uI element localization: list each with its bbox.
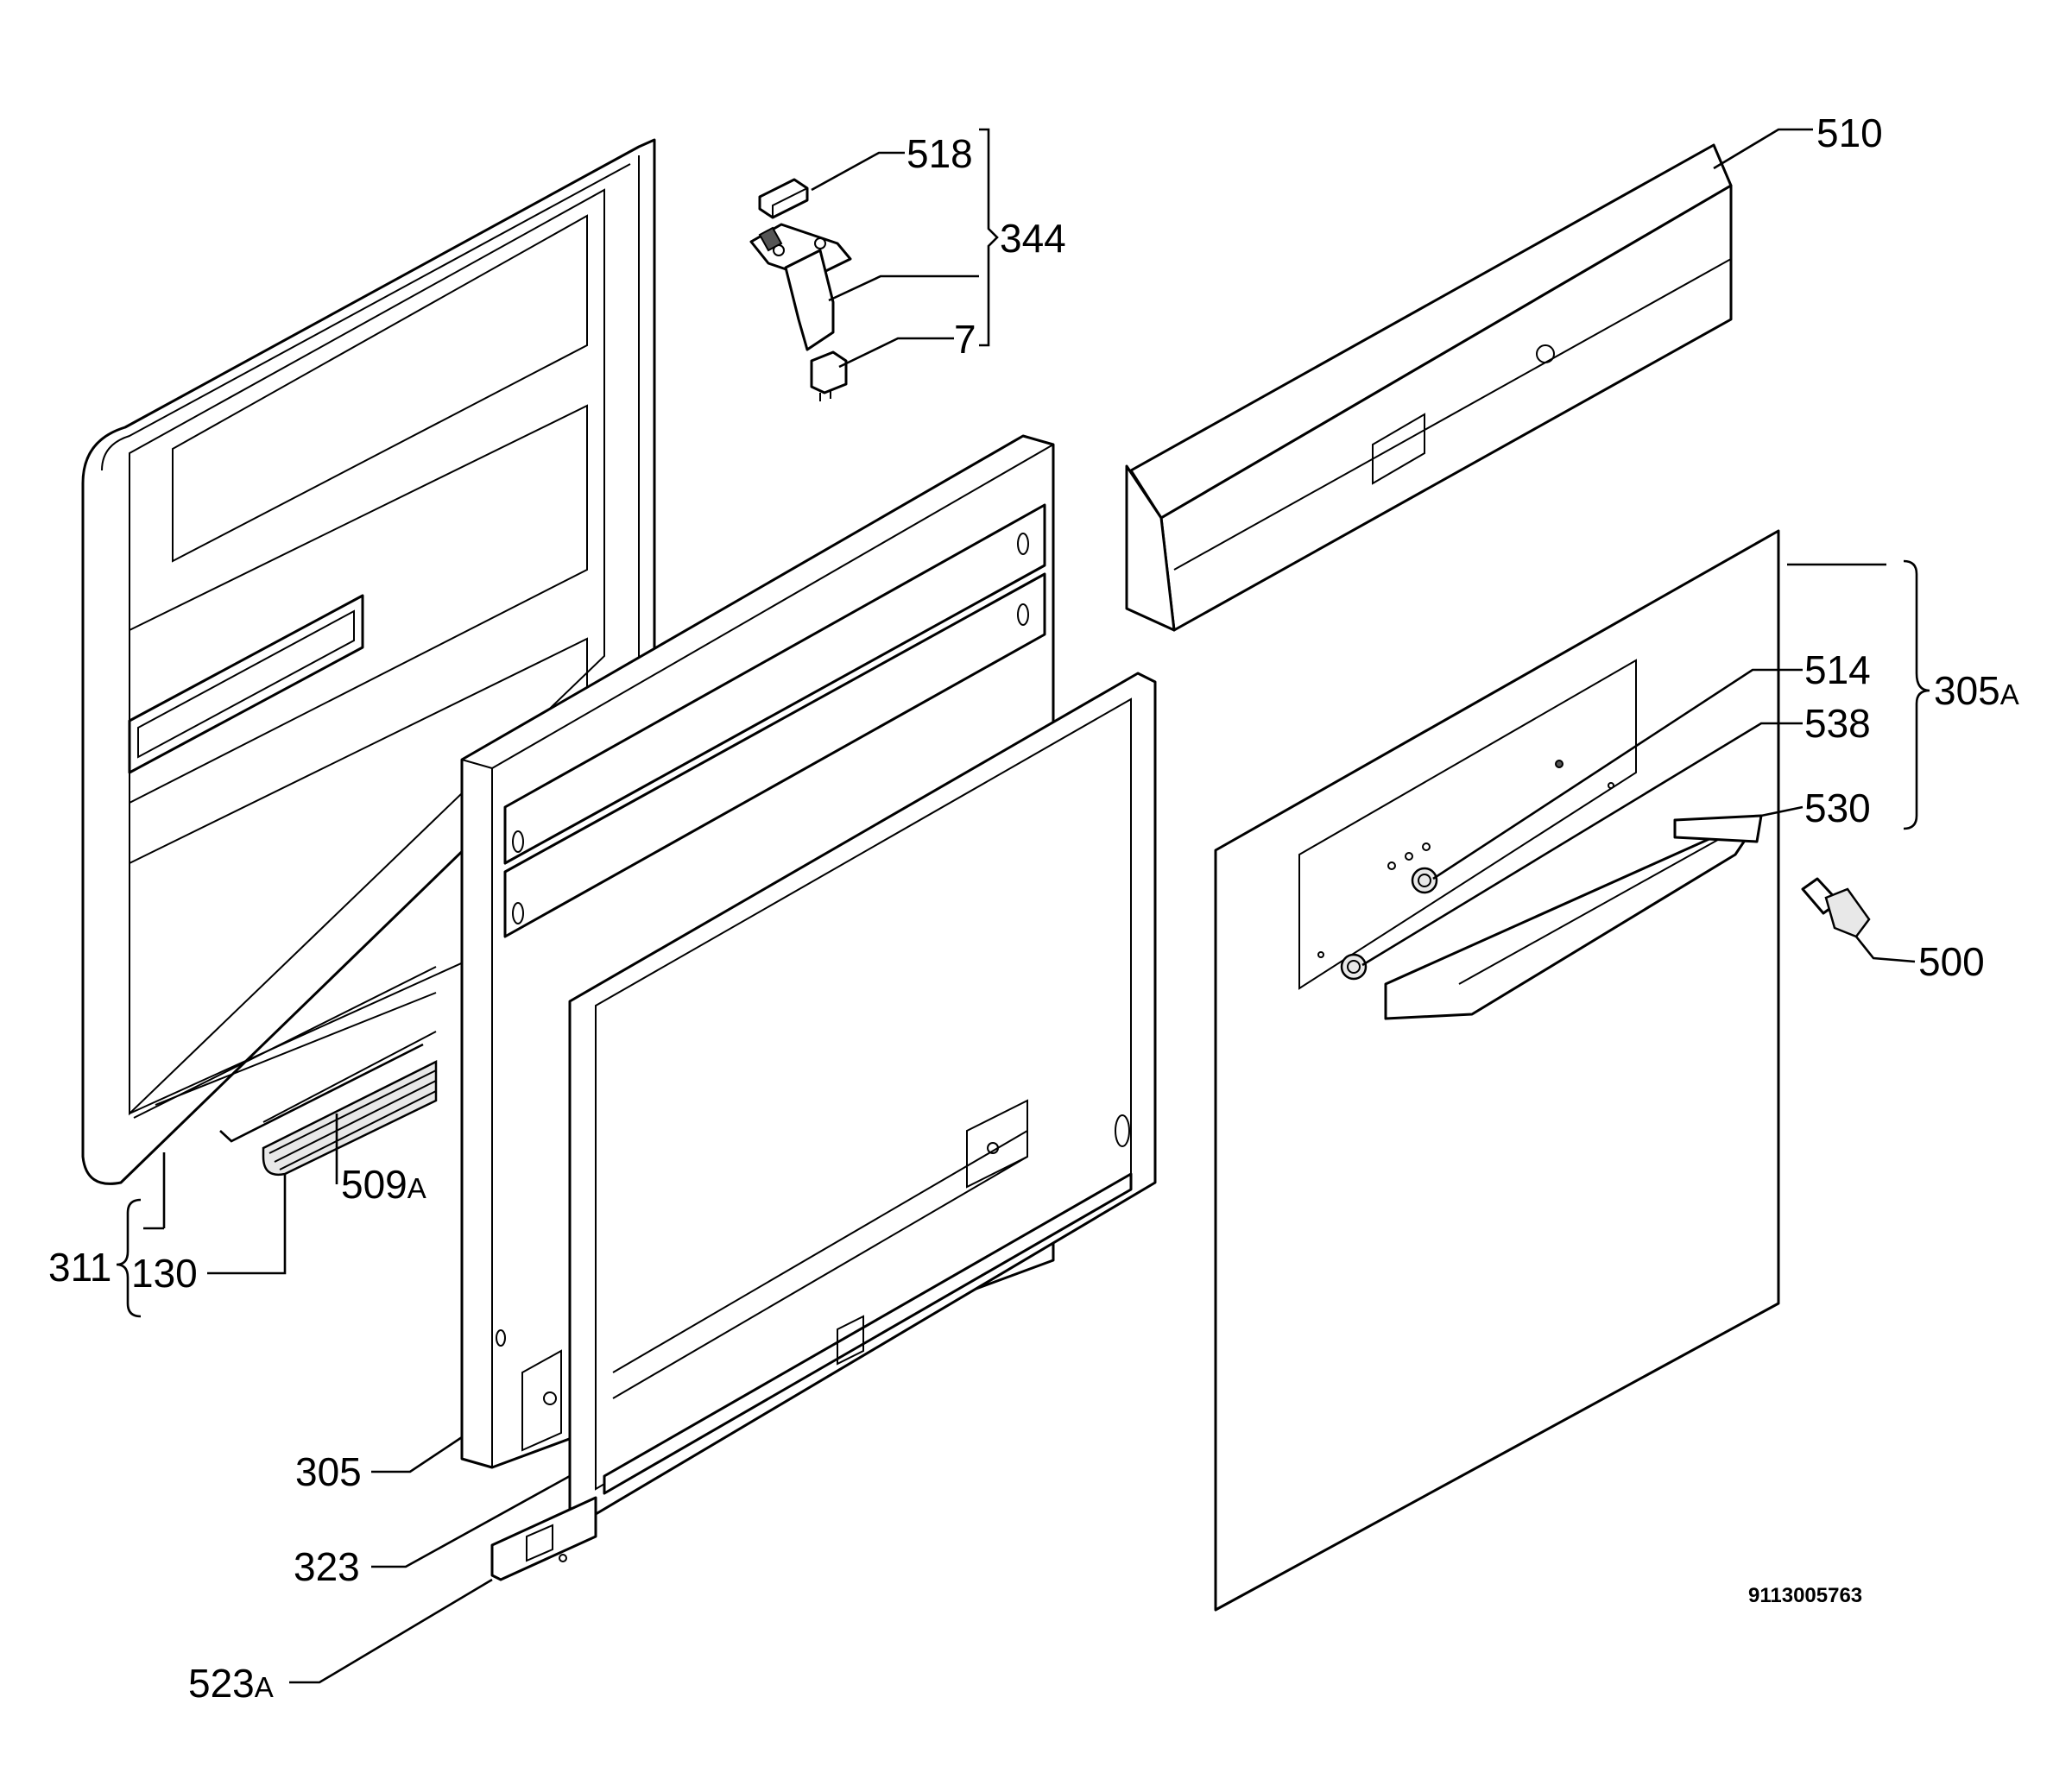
part-509a-rod xyxy=(219,1043,424,1143)
callout-labels: 510 518 344 7 514 538 305A 530 500 509A … xyxy=(48,110,2019,1706)
part-7-microswitch xyxy=(810,350,848,401)
part-344-latch xyxy=(749,223,852,351)
drawing-code: 9113005763 xyxy=(1748,1584,1862,1607)
part-305a-outer-door xyxy=(1214,529,1780,1612)
part-523a-strip xyxy=(490,1496,597,1581)
label-510: 510 xyxy=(1816,110,1883,155)
brace-311 xyxy=(116,1198,142,1318)
part-130-seal xyxy=(262,1031,438,1177)
label-530: 530 xyxy=(1804,786,1871,830)
brace-305a xyxy=(1903,559,1930,830)
label-311: 311 xyxy=(48,1245,111,1290)
brace-344 xyxy=(979,128,999,347)
part-514-knob xyxy=(1411,867,1438,894)
part-500-side-knob xyxy=(1801,877,1871,938)
label-514: 514 xyxy=(1804,647,1871,692)
part-530-handle xyxy=(1384,814,1763,1020)
part-538-button xyxy=(1340,953,1368,981)
label-509a: 509A xyxy=(341,1162,426,1207)
label-538: 538 xyxy=(1804,701,1871,746)
label-7: 7 xyxy=(954,317,976,362)
leader-lines xyxy=(143,128,1916,1684)
label-305: 305 xyxy=(295,1449,362,1494)
label-523a: 523A xyxy=(188,1661,274,1706)
part-518-clip xyxy=(758,178,809,219)
label-130: 130 xyxy=(131,1251,198,1296)
part-311-inner-door xyxy=(81,138,656,1185)
label-323: 323 xyxy=(294,1544,360,1589)
part-510-control-panel xyxy=(1125,143,1733,632)
label-518: 518 xyxy=(906,131,973,176)
label-344: 344 xyxy=(1000,216,1066,261)
label-305a: 305A xyxy=(1934,668,2019,713)
label-500: 500 xyxy=(1918,939,1985,984)
part-323-liner-frame xyxy=(568,672,1157,1521)
